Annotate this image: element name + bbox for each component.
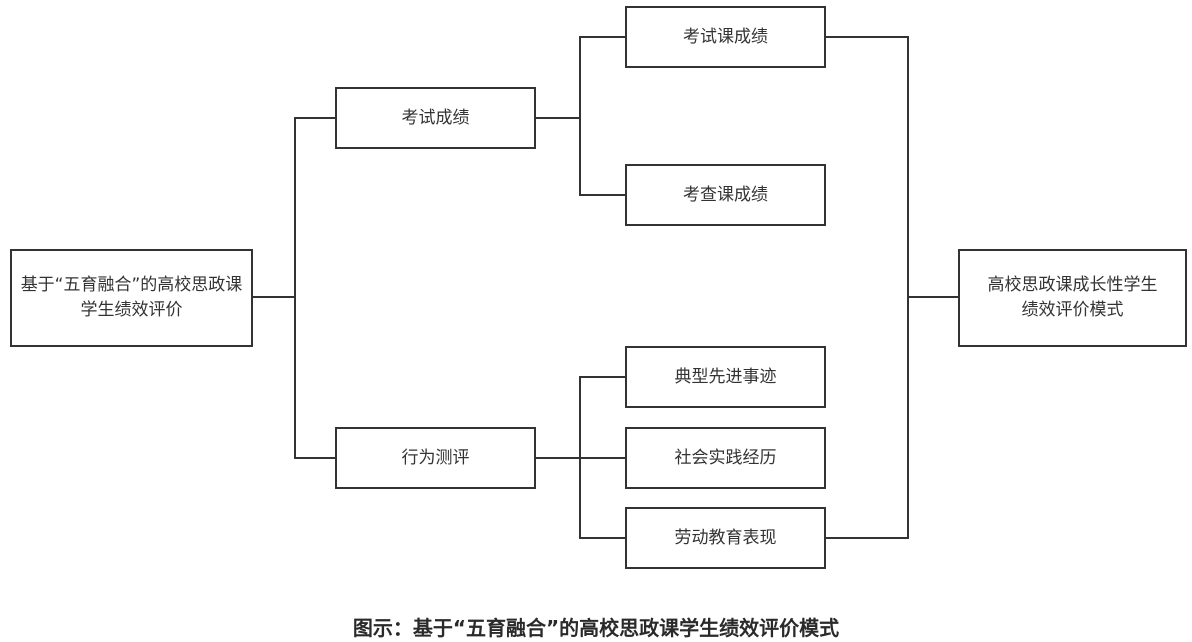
outcome-node: 高校思政课成长性学生绩效评价模式 — [958, 249, 1187, 347]
check-course-scores-node: 考查课成绩 — [625, 164, 826, 226]
connector-right-spine — [826, 36, 909, 539]
diagram-caption: 图示：基于“五育融合”的高校思政课学生绩效评价模式 — [352, 616, 840, 640]
exam-course-scores-node: 考试课成绩 — [625, 6, 826, 68]
social-practice-node: 社会实践经历 — [625, 427, 826, 489]
root-node: 基于“五育融合”的高校思政课学生绩效评价 — [10, 249, 253, 347]
exam-scores-node: 考试成绩 — [335, 87, 536, 149]
connector-exam-spine — [579, 36, 625, 196]
role-model-deeds-node: 典型先进事迹 — [625, 346, 826, 408]
labor-education-node: 劳动教育表现 — [625, 507, 826, 569]
behavior-eval-node: 行为测评 — [335, 427, 536, 489]
connector-branch-spine-left — [294, 117, 335, 459]
